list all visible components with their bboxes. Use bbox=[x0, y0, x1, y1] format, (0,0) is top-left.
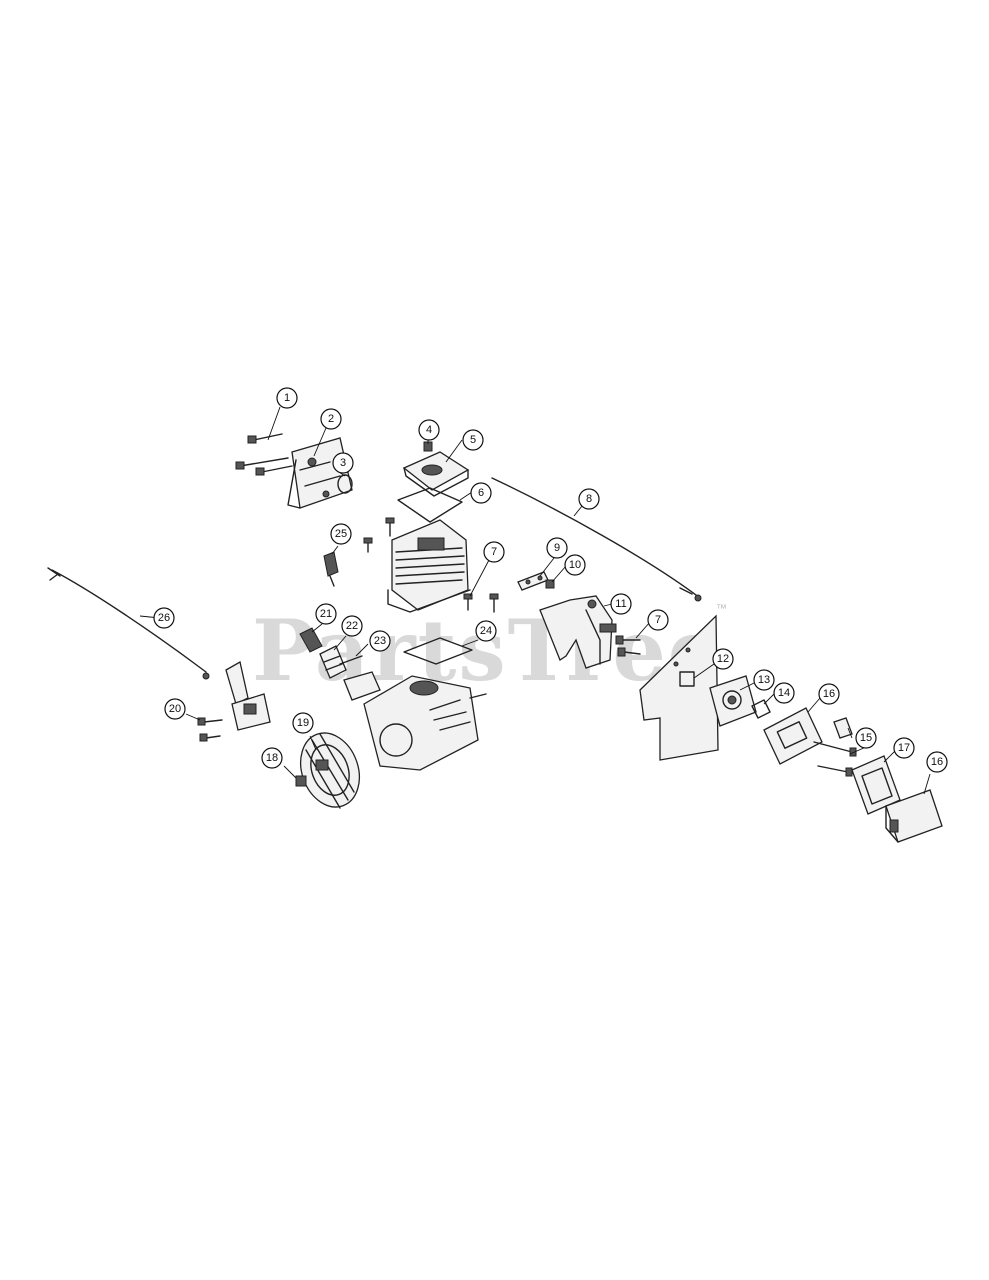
svg-text:7: 7 bbox=[491, 546, 497, 558]
callout-24: 24 bbox=[475, 620, 497, 642]
plate-part-9 bbox=[517, 571, 549, 591]
svg-text:22: 22 bbox=[346, 620, 358, 632]
callout-22: 22 bbox=[341, 615, 363, 637]
svg-text:12: 12 bbox=[717, 653, 729, 665]
callout-20: 20 bbox=[164, 698, 186, 720]
callout-9: 9 bbox=[546, 537, 568, 559]
screws-part-7-right bbox=[615, 635, 641, 657]
svg-text:9: 9 bbox=[554, 542, 560, 554]
callout-10: 10 bbox=[564, 554, 586, 576]
callout-15: 15 bbox=[855, 727, 877, 749]
svg-text:2: 2 bbox=[328, 413, 334, 425]
intake-parts bbox=[299, 627, 381, 701]
callout-5: 5 bbox=[462, 429, 484, 451]
svg-text:13: 13 bbox=[758, 674, 770, 686]
gasket-part-24 bbox=[403, 637, 473, 665]
carburetor-part-13 bbox=[709, 675, 757, 727]
callout-26: 26 bbox=[153, 607, 175, 629]
ignition-coil-part-20 bbox=[197, 660, 271, 742]
gasket-part-6 bbox=[397, 487, 463, 523]
svg-text:19: 19 bbox=[297, 717, 309, 729]
svg-text:17: 17 bbox=[898, 742, 910, 754]
svg-text:3: 3 bbox=[340, 457, 346, 469]
crankcase bbox=[363, 675, 487, 771]
svg-text:16: 16 bbox=[823, 688, 835, 700]
callout-7b: 7 bbox=[647, 609, 669, 631]
cylinder-block bbox=[387, 519, 471, 613]
filter-element-part-17 bbox=[851, 755, 901, 815]
nut-part-18 bbox=[295, 775, 307, 787]
callout-2: 2 bbox=[320, 408, 342, 430]
svg-text:14: 14 bbox=[778, 687, 790, 699]
callout-13: 13 bbox=[753, 669, 775, 691]
throttle-cable-part-8 bbox=[491, 477, 702, 602]
callout-16b: 16 bbox=[926, 751, 948, 773]
spark-plug-part-25 bbox=[323, 551, 339, 587]
callout-12: 12 bbox=[712, 648, 734, 670]
callout-18: 18 bbox=[261, 747, 283, 769]
svg-text:1: 1 bbox=[284, 392, 290, 404]
svg-text:23: 23 bbox=[374, 635, 386, 647]
callout-4: 4 bbox=[418, 419, 440, 441]
callout-7: 7 bbox=[483, 541, 505, 563]
nut-part-10 bbox=[545, 579, 555, 589]
callout-1: 1 bbox=[276, 387, 298, 409]
callout-6: 6 bbox=[470, 482, 492, 504]
air-filter-base-part-16 bbox=[763, 707, 823, 765]
callout-16a: 16 bbox=[818, 683, 840, 705]
svg-text:26: 26 bbox=[158, 612, 170, 624]
bolt-part-1 bbox=[235, 433, 293, 476]
svg-text:20: 20 bbox=[169, 703, 181, 715]
svg-text:5: 5 bbox=[470, 434, 476, 446]
screws-part-15 bbox=[813, 717, 857, 777]
ground-wire-part-26 bbox=[47, 567, 210, 680]
o-ring-part-3 bbox=[337, 474, 353, 494]
flywheel-part-19 bbox=[300, 732, 360, 809]
svg-text:10: 10 bbox=[569, 559, 581, 571]
gasket-part-14 bbox=[751, 699, 771, 719]
callout-8: 8 bbox=[578, 488, 600, 510]
screws-near-cylinder bbox=[363, 517, 499, 613]
svg-text:16: 16 bbox=[931, 756, 943, 768]
plate-part-12 bbox=[639, 614, 719, 761]
callout-25: 25 bbox=[330, 523, 352, 545]
cylinder-cover-part-5 bbox=[402, 451, 470, 497]
bracket-part-11 bbox=[539, 595, 617, 669]
leader-lines bbox=[139, 406, 931, 795]
svg-text:4: 4 bbox=[426, 424, 432, 436]
air-filter-cover-part-16 bbox=[885, 789, 943, 843]
svg-text:15: 15 bbox=[860, 732, 872, 744]
callout-17: 17 bbox=[893, 737, 915, 759]
svg-text:25: 25 bbox=[335, 528, 347, 540]
svg-text:8: 8 bbox=[586, 493, 592, 505]
callout-3: 3 bbox=[332, 452, 354, 474]
callout-14: 14 bbox=[773, 682, 795, 704]
svg-text:21: 21 bbox=[320, 608, 332, 620]
callout-11: 11 bbox=[610, 593, 632, 615]
svg-text:11: 11 bbox=[615, 598, 626, 610]
svg-text:7: 7 bbox=[655, 614, 661, 626]
svg-text:24: 24 bbox=[480, 625, 492, 637]
callout-19: 19 bbox=[292, 712, 314, 734]
callout-21: 21 bbox=[315, 603, 337, 625]
callout-23: 23 bbox=[369, 630, 391, 652]
svg-text:6: 6 bbox=[478, 487, 484, 499]
svg-text:18: 18 bbox=[266, 752, 278, 764]
watermark-trademark: ™ bbox=[716, 603, 727, 615]
